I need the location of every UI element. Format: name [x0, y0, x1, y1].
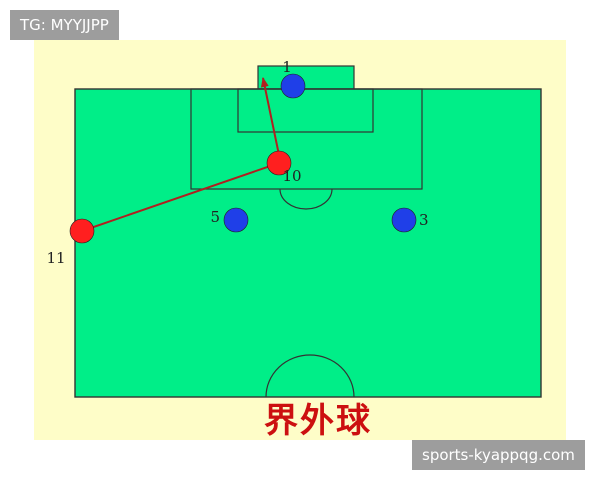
pass-line-11-to-10: [81, 162, 280, 232]
player-10-marker: [266, 150, 292, 176]
player-3-marker: [391, 207, 417, 233]
player-11-marker: [69, 218, 95, 244]
watermark-top: TG: MYYJJPP: [10, 10, 119, 40]
player-3-number: 3: [419, 211, 429, 229]
player-11-number: 11: [46, 249, 65, 267]
center-circle-arc: [265, 354, 355, 398]
goal-area: [237, 88, 374, 133]
players: 1 3 5 10 11: [46, 58, 428, 267]
penalty-arc: [279, 188, 333, 210]
player-5-number: 5: [210, 208, 220, 226]
goal: [257, 65, 355, 90]
player-5-marker: [223, 207, 249, 233]
player-10-number: 10: [282, 167, 301, 185]
caption: 界外球: [264, 401, 372, 441]
pitch: [74, 88, 542, 398]
pass-arrow-10-to-goal: [260, 77, 280, 156]
watermark-bottom: sports-kyappqg.com: [412, 440, 585, 470]
player-1-number: 1: [282, 58, 292, 76]
player-1-marker: [280, 73, 306, 99]
